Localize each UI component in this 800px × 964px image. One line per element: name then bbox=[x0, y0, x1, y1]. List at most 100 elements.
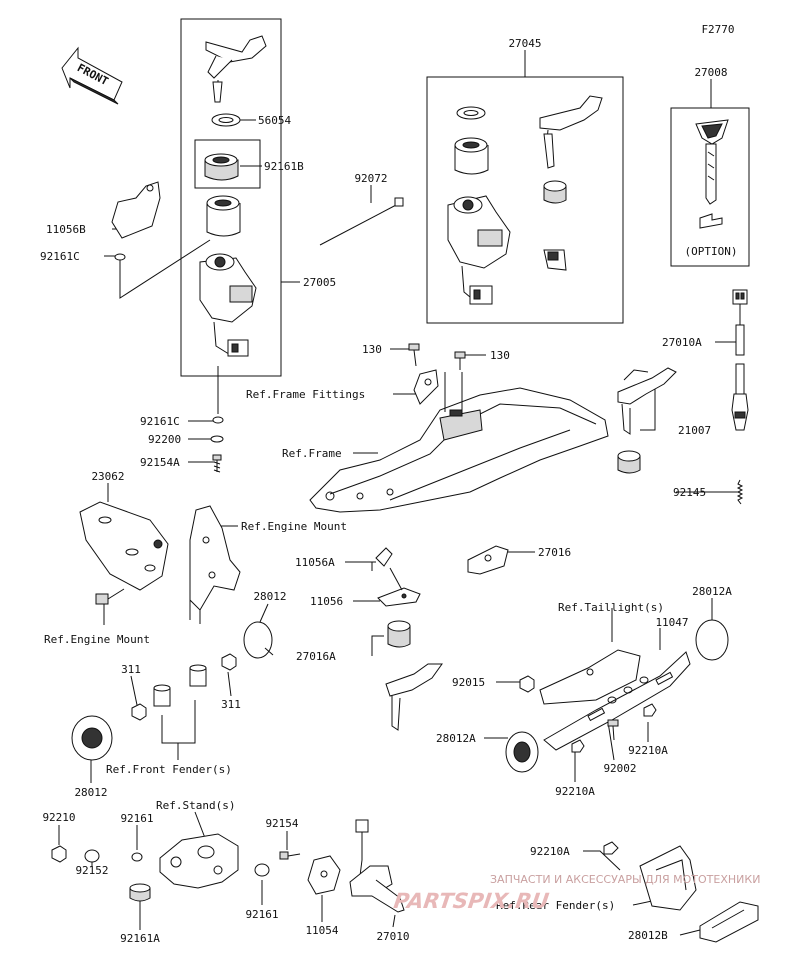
watermark: ЗАПЧАСТИ И АКСЕССУАРЫ ДЛЯ МОТОТЕХНИКИ PA… bbox=[392, 873, 760, 913]
plate-11047-icon bbox=[543, 651, 691, 751]
label-92161c: 92161C bbox=[140, 415, 180, 428]
label-ref-taillights: Ref.Taillight(s) bbox=[558, 601, 664, 614]
label-ref-front-fender: Ref.Front Fender(s) bbox=[106, 763, 232, 776]
label-23062: 23062 bbox=[91, 470, 124, 483]
nut-92210a-lower-icon bbox=[571, 739, 585, 753]
label-130-right: 130 bbox=[490, 349, 510, 362]
engine-mount-icon bbox=[189, 505, 241, 624]
pad-28012b-icon bbox=[699, 901, 759, 943]
washer-92152-icon bbox=[84, 849, 100, 863]
label-56054: 56054 bbox=[258, 114, 291, 127]
label-92154: 92154 bbox=[265, 817, 298, 830]
part-labels: 27045 27008 56054 92161B 92072 11056B 92… bbox=[40, 37, 732, 945]
collar-92161a-icon bbox=[129, 883, 151, 902]
label-92161-left: 92161 bbox=[120, 812, 153, 825]
cable-tie-92072-icon bbox=[319, 197, 404, 246]
front-arrow-icon: FRONT bbox=[61, 46, 123, 105]
cap-key-box bbox=[194, 139, 261, 189]
label-92161b: 92161B bbox=[264, 160, 304, 173]
option-label: (OPTION) bbox=[685, 245, 738, 258]
bolt-130-right-icon bbox=[454, 351, 466, 370]
plate-23062-icon bbox=[79, 501, 169, 591]
washer-92200-icon bbox=[210, 435, 224, 443]
label-ref-rear-fender: Ref.Rear Fender(s) bbox=[496, 899, 615, 912]
washer-92161c-icon bbox=[212, 416, 224, 424]
label-92161-right: 92161 bbox=[245, 908, 278, 921]
label-92210a-mid: 92210A bbox=[628, 744, 668, 757]
seat-lock-cap-icon bbox=[617, 450, 641, 474]
label-28012-top: 28012 bbox=[253, 590, 286, 603]
rear-fender-icon bbox=[639, 845, 697, 911]
nut-92210-icon bbox=[51, 845, 67, 863]
washer-92161-right-icon bbox=[254, 863, 270, 877]
label-92210a-low: 92210A bbox=[555, 785, 595, 798]
washer-56054-icon bbox=[211, 113, 241, 127]
option-key-27008-icon bbox=[695, 119, 729, 229]
screw-92154a-icon bbox=[212, 454, 222, 473]
set-key-icon bbox=[539, 95, 603, 169]
nut-92015-icon bbox=[519, 675, 535, 693]
label-28012-bottom: 28012 bbox=[74, 786, 107, 799]
label-ref-frame: Ref.Frame bbox=[282, 447, 342, 460]
label-92015: 92015 bbox=[452, 676, 485, 689]
bracket-11056b-icon bbox=[111, 181, 161, 239]
pad-28012-top-icon bbox=[243, 621, 274, 659]
label-21007: 21007 bbox=[678, 424, 711, 437]
pad-28012a-left-icon bbox=[505, 731, 539, 773]
ignition-switch-set-box bbox=[180, 18, 282, 377]
label-92210a-bottom: 92210A bbox=[530, 845, 570, 858]
label-11047: 11047 bbox=[655, 616, 688, 629]
label-130-left: 130 bbox=[362, 343, 382, 356]
nut-311-left-icon bbox=[131, 703, 147, 721]
bolt-23062-icon bbox=[95, 588, 125, 605]
plate-11054-icon bbox=[307, 855, 341, 895]
label-11056a: 11056A bbox=[295, 556, 335, 569]
label-92145: 92145 bbox=[673, 486, 706, 499]
label-92152: 92152 bbox=[75, 864, 108, 877]
label-311-right: 311 bbox=[221, 698, 241, 711]
nut-92210a-bottom-icon bbox=[603, 841, 619, 855]
spacer-right-icon bbox=[189, 664, 207, 687]
switch-27010a-icon bbox=[731, 289, 749, 431]
washer-92161c-left-icon bbox=[114, 253, 126, 261]
label-92210: 92210 bbox=[42, 811, 75, 824]
spring-92145-icon bbox=[736, 479, 744, 505]
stand-bracket-icon bbox=[159, 833, 239, 889]
washer-92161-left-icon bbox=[131, 852, 143, 862]
nut-311-right-icon bbox=[221, 653, 237, 671]
figure-code: F2770 bbox=[701, 23, 734, 36]
set-cap-small-icon bbox=[543, 180, 567, 204]
set-lock-icon bbox=[543, 249, 567, 271]
label-28012b: 28012B bbox=[628, 929, 668, 942]
bolt-92154-icon bbox=[279, 851, 301, 860]
taillight-bracket-icon bbox=[539, 649, 641, 705]
pad-28012a-right-icon bbox=[695, 619, 729, 661]
label-28012a-top: 28012A bbox=[692, 585, 732, 598]
nut-92210a-upper-icon bbox=[643, 703, 657, 717]
ignition-key-icon bbox=[205, 35, 267, 103]
key-27016a-icon bbox=[385, 663, 443, 731]
label-ref-stand: Ref.Stand(s) bbox=[156, 799, 235, 812]
label-27045: 27045 bbox=[508, 37, 541, 50]
side-stand-switch-27010-icon bbox=[349, 819, 405, 913]
holder-27016-icon bbox=[467, 545, 509, 575]
label-92161c-left: 92161C bbox=[40, 250, 80, 263]
bolt-130-left-icon bbox=[408, 343, 420, 367]
label-27005: 27005 bbox=[303, 276, 336, 289]
plate-11056-icon bbox=[377, 567, 421, 607]
cap-set-icon bbox=[454, 137, 489, 175]
label-92002: 92002 bbox=[603, 762, 636, 775]
label-92154a: 92154A bbox=[140, 456, 180, 469]
label-92161a: 92161A bbox=[120, 932, 160, 945]
label-92200: 92200 bbox=[148, 433, 181, 446]
cylinder-cap-icon bbox=[206, 195, 241, 237]
cylinder-27016a-icon bbox=[387, 620, 411, 648]
washer-set-icon bbox=[456, 106, 486, 120]
label-311-left: 311 bbox=[121, 663, 141, 676]
label-11056b: 11056B bbox=[46, 223, 86, 236]
ignition-switch-set-icon bbox=[447, 195, 511, 305]
label-27010a: 27010A bbox=[662, 336, 702, 349]
label-ref-engine-mount-left: Ref.Engine Mount bbox=[44, 633, 150, 646]
spacer-left-icon bbox=[153, 684, 171, 707]
